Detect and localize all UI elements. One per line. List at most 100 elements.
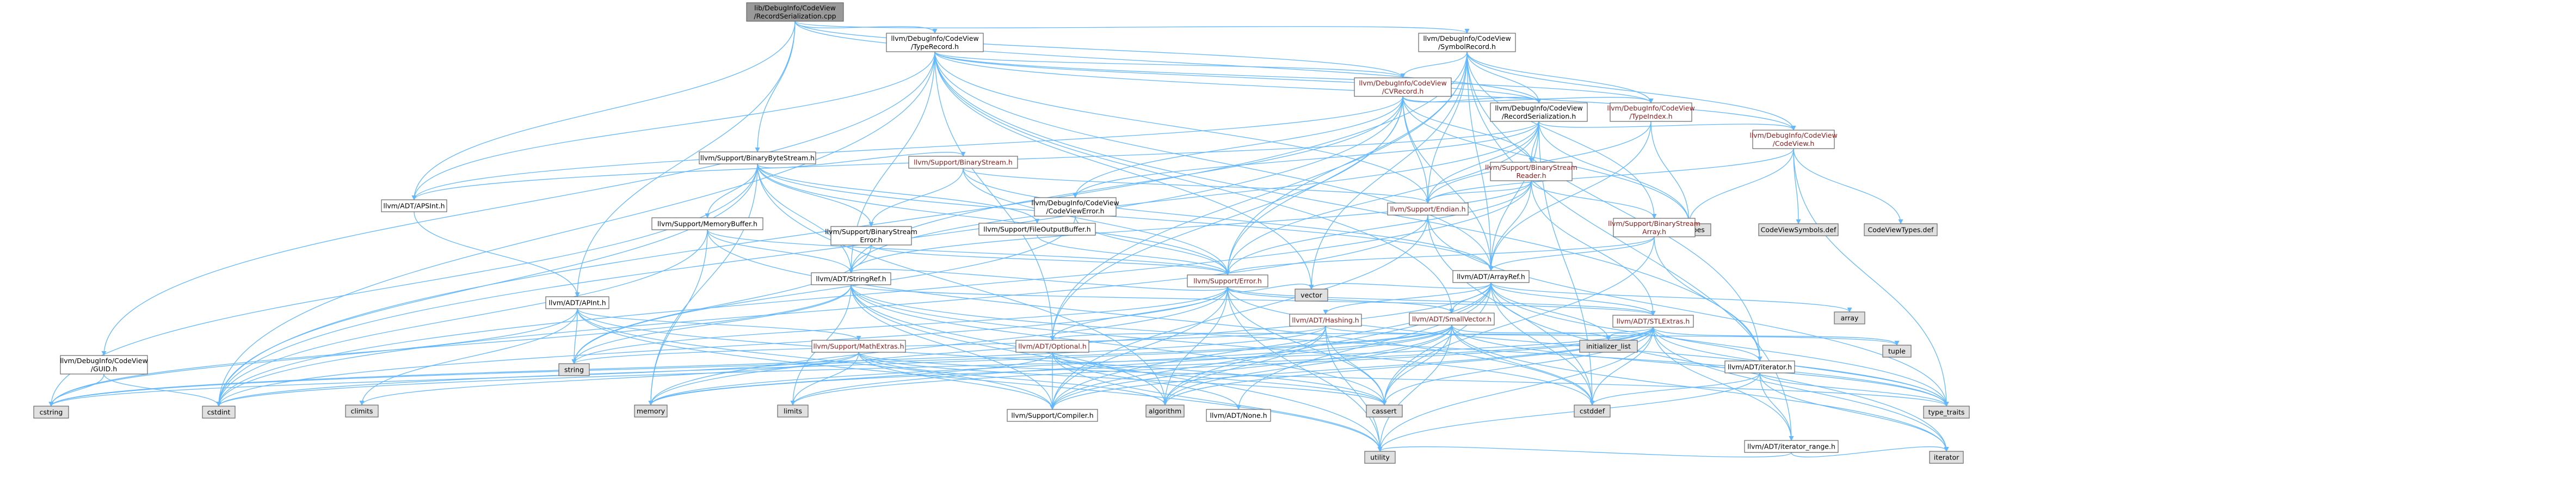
edge-codeview-to-endian <box>1425 148 1794 204</box>
node-box <box>1387 203 1469 216</box>
node-box <box>1864 223 1938 236</box>
edge-error-to-compiler <box>1050 286 1228 410</box>
node-box <box>1929 451 1964 464</box>
edge-symbolrecord-to-codeview <box>1466 51 1796 131</box>
edge-recser-to-cstdint <box>1538 121 1692 224</box>
edge-typerecord-to-arrayref <box>934 51 1494 271</box>
node-label: llvm/Support/Compiler.h <box>1011 412 1093 420</box>
node-symbolrecord[interactable]: llvm/DebugInfo/CodeView/SymbolRecord.h <box>1418 33 1516 52</box>
node-apint[interactable]: llvm/ADT/APInt.h <box>545 296 609 309</box>
node-hashing[interactable]: llvm/ADT/Hashing.h <box>1289 314 1362 327</box>
node-box <box>1610 102 1692 122</box>
node-mathextras[interactable]: llvm/Support/MathExtras.h <box>811 340 906 353</box>
node-label: llvm/Support/BinaryStream.h <box>914 158 1013 167</box>
edge-error-to-cstdint2 <box>216 286 1228 407</box>
node-error[interactable]: llvm/Support/Error.h <box>1187 274 1268 287</box>
node-iterator[interactable]: llvm/ADT/iterator.h <box>1724 360 1795 373</box>
node-iterrange[interactable]: llvm/ADT/iterator_range.h <box>1744 440 1839 453</box>
edge-mathextras-to-cassert <box>858 352 1387 406</box>
node-string: string <box>558 363 590 376</box>
edge-typeindex-to-cstdint <box>1650 121 1692 224</box>
node-binstream[interactable]: llvm/Support/BinaryStream.h <box>908 156 1018 169</box>
edge-arrayref-to-cassert <box>1382 282 1492 406</box>
edge-root-to-binbytestream <box>755 21 796 152</box>
node-cvsymbols: CodeViewSymbols.def <box>1758 223 1839 236</box>
edge-binstream-to-bserror <box>868 168 964 227</box>
node-box <box>545 296 609 309</box>
edge-iterrange-to-utility <box>1377 446 1792 458</box>
edge-stlextras-to-initlist <box>1606 327 1654 341</box>
edge-smallvector-to-cstdint2 <box>216 324 1452 407</box>
node-box <box>1882 345 1912 358</box>
node-label: /TypeRecord.h <box>911 42 959 51</box>
edge-cvrecord-to-optional <box>1050 96 1403 341</box>
node-typerecord[interactable]: llvm/DebugInfo/CodeView/TypeRecord.h <box>886 33 984 52</box>
node-box <box>381 199 447 212</box>
node-apsint[interactable]: llvm/ADT/APSInt.h <box>381 199 447 212</box>
edge-stringref-to-typetraits <box>851 284 1949 407</box>
node-box <box>886 33 984 52</box>
node-stringref[interactable]: llvm/ADT/StringRef.h <box>811 272 891 285</box>
node-box <box>1613 218 1696 237</box>
edge-fileoutbuf-to-error <box>1037 235 1230 275</box>
node-none[interactable]: llvm/ADT/None.h <box>1206 409 1271 422</box>
edge-binstream-to-endian <box>963 168 1431 204</box>
node-cverror[interactable]: llvm/DebugInfo/CodeView/CodeViewError.h <box>1031 197 1119 217</box>
node-limits: limits <box>777 405 809 418</box>
node-box <box>978 223 1096 236</box>
edge-optional-to-cassert <box>1052 352 1387 406</box>
node-memorybuffer[interactable]: llvm/Support/MemoryBuffer.h <box>651 217 763 230</box>
node-label: limits <box>784 407 802 415</box>
edge-iterator-to-iteratorstd <box>1759 372 1949 452</box>
node-box <box>1490 102 1588 122</box>
edge-hashing-to-utility <box>1325 326 1383 452</box>
edge-endian-to-typetraits <box>1427 215 1949 407</box>
edge-arrayref-to-array <box>1490 282 1852 312</box>
node-arrayref[interactable]: llvm/ADT/ArrayRef.h <box>1452 270 1530 283</box>
node-box <box>1145 405 1185 418</box>
node-binbytestream[interactable]: llvm/Support/BinaryByteStream.h <box>699 151 816 164</box>
edge-binbytestream-to-binstream <box>757 151 966 168</box>
node-compiler[interactable]: llvm/Support/Compiler.h <box>1007 409 1098 422</box>
edge-arrayref-to-hashing <box>1323 282 1492 315</box>
edge-stlextras-to-cstdint2 <box>216 327 1654 407</box>
edge-apint-to-cstring <box>48 308 578 407</box>
node-recser[interactable]: llvm/DebugInfo/CodeView/RecordSerializat… <box>1490 102 1588 122</box>
edge-cvrecord-to-cverror <box>1073 96 1403 198</box>
edge-apsint-to-apint <box>414 211 580 297</box>
node-cvrecord[interactable]: llvm/DebugInfo/CodeView/CVRecord.h <box>1354 77 1452 97</box>
node-label: llvm/Support/MemoryBuffer.h <box>657 220 757 228</box>
node-typeindex[interactable]: llvm/DebugInfo/CodeView/TypeIndex.h <box>1607 102 1695 122</box>
edge-apint-to-cassert <box>577 308 1387 406</box>
node-label: llvm/ADT/None.h <box>1210 412 1267 420</box>
node-box <box>1354 77 1452 97</box>
node-box <box>1295 289 1328 302</box>
node-smallvector[interactable]: llvm/ADT/SmallVector.h <box>1409 312 1495 326</box>
node-optional[interactable]: llvm/ADT/Optional.h <box>1015 340 1089 353</box>
node-endian[interactable]: llvm/Support/Endian.h <box>1387 203 1469 216</box>
edge-guid-to-cstdint2 <box>103 373 221 407</box>
node-label: Array.h <box>1642 228 1666 236</box>
edge-iterator-to-utility <box>1377 372 1760 452</box>
edge-stlextras-to-typetraits <box>1653 327 1949 407</box>
edge-typerecord-to-recser <box>934 51 1542 103</box>
node-box <box>811 340 906 353</box>
node-label: /RecordSerialization.cpp <box>754 12 836 20</box>
node-guid[interactable]: llvm/DebugInfo/CodeView/GUID.h <box>60 355 148 375</box>
node-label: llvm/ADT/APInt.h <box>549 299 606 307</box>
node-codeview[interactable]: llvm/DebugInfo/CodeView/CodeView.h <box>1749 130 1838 149</box>
edge-symbolrecord-to-iterator <box>1466 51 1762 361</box>
node-label: initializer_list <box>1586 342 1631 351</box>
edge-optional-to-memory <box>648 352 1053 406</box>
node-box <box>651 217 763 230</box>
node-stlextras[interactable]: llvm/ADT/STLExtras.h <box>1612 315 1694 328</box>
node-label: llvm/Support/Endian.h <box>1390 205 1465 213</box>
edge-cvrecord-to-bsreader <box>1402 96 1534 163</box>
node-fileoutbuf[interactable]: llvm/Support/FileOutputBuffer.h <box>978 223 1096 236</box>
edge-binbytestream-to-stringref <box>757 163 854 273</box>
node-label: memory <box>637 407 665 415</box>
node-label: CodeViewSymbols.def <box>1761 226 1837 234</box>
